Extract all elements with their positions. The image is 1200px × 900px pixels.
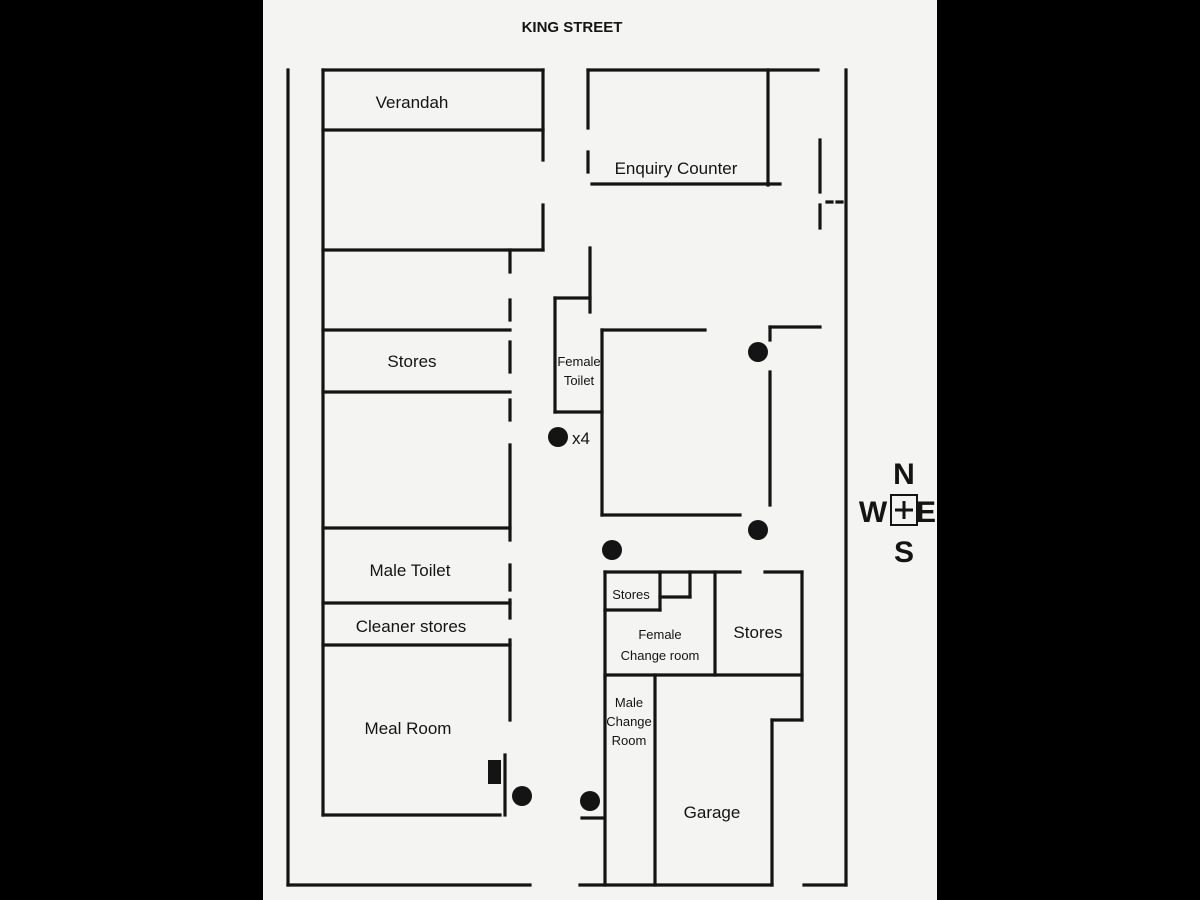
west-block-walls xyxy=(321,68,545,817)
room-cleaner-stores: Cleaner stores xyxy=(356,617,467,636)
room-female-change-room-line2: Change room xyxy=(621,648,700,663)
room-male-change-room-line3: Room xyxy=(612,733,647,748)
room-stores-west: Stores xyxy=(387,352,436,371)
room-male-change-room-line2: Change xyxy=(606,714,652,729)
compass-south: S xyxy=(894,536,914,569)
compass-west: W xyxy=(859,496,888,529)
central-block-walls xyxy=(553,246,822,517)
room-meal-room: Meal Room xyxy=(365,719,452,738)
dot-marker xyxy=(512,786,532,806)
compass-east: E xyxy=(916,496,936,529)
compass-rose: N S E W xyxy=(859,458,936,569)
marker-multiplier: x4 xyxy=(572,429,590,448)
compass-north: N xyxy=(893,458,915,491)
room-male-toilet: Male Toilet xyxy=(370,561,451,580)
dot-marker xyxy=(748,342,768,362)
dot-marker xyxy=(548,427,568,447)
dot-marker xyxy=(748,520,768,540)
marker-box xyxy=(488,760,501,784)
floor-plan-paper xyxy=(263,0,937,900)
room-stores-small: Stores xyxy=(612,587,650,602)
room-female-toilet-line1: Female xyxy=(557,354,600,369)
room-labels: Verandah Enquiry Counter Stores Female T… xyxy=(356,93,783,822)
dot-markers xyxy=(512,342,768,811)
dot-marker xyxy=(602,540,622,560)
room-enquiry-counter: Enquiry Counter xyxy=(615,159,738,178)
room-female-toilet-line2: Toilet xyxy=(564,373,595,388)
room-female-change-room-line1: Female xyxy=(638,627,681,642)
street-label: KING STREET xyxy=(522,19,623,36)
outer-walls xyxy=(286,68,848,887)
room-male-change-room-line1: Male xyxy=(615,695,643,710)
enquiry-block-walls xyxy=(586,68,848,230)
room-verandah: Verandah xyxy=(376,93,449,112)
room-stores-east: Stores xyxy=(733,623,782,642)
south-east-block-walls xyxy=(580,570,804,887)
room-garage: Garage xyxy=(684,803,741,822)
dot-marker xyxy=(580,791,600,811)
